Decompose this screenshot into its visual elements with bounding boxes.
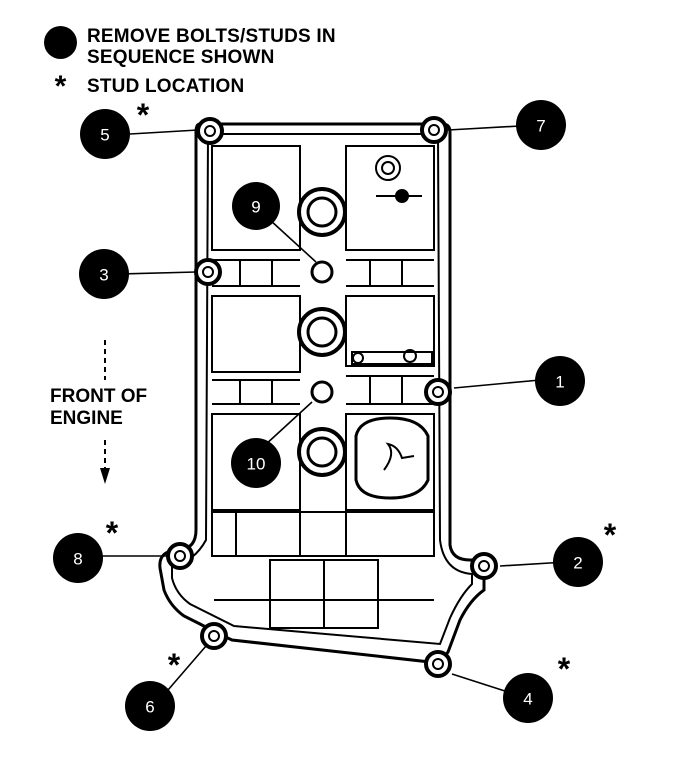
bolt-badge-10: 10: [231, 438, 281, 488]
bolt-number: 5: [100, 126, 109, 145]
compartment-mid-left: [211, 295, 301, 373]
bolt-number: 10: [247, 455, 266, 474]
front-of-engine-label: FRONT OF ENGINE: [50, 386, 147, 430]
bolt-number: 3: [99, 266, 108, 285]
sequence-dot-icon: [44, 26, 77, 59]
bolt-badge-1: 1: [535, 356, 585, 406]
bolt-number: 7: [536, 117, 545, 136]
front-arrow-icon: [100, 340, 110, 484]
compartment-mid-right: [345, 295, 435, 367]
leader-lines: [100, 125, 567, 693]
bolt-number: 9: [251, 198, 260, 217]
bolt-hole: [310, 380, 334, 404]
bolt-number: 4: [523, 690, 532, 709]
pcv-fitting-icon: [351, 155, 433, 365]
spark-plug-tube: [297, 307, 347, 357]
stud-asterisk-icon: *: [558, 651, 571, 687]
oil-filler-cap-icon: [354, 416, 430, 500]
bolt-badge-8: 8 *: [53, 515, 119, 583]
stud-asterisk-icon: *: [168, 647, 181, 683]
compartment-low-right: [345, 413, 435, 511]
bolt-badge-4: 4 *: [503, 651, 571, 723]
bolt-badge-9: 9: [232, 182, 280, 230]
bolt-number: 6: [145, 698, 154, 717]
bolt-badge-3: 3: [79, 249, 129, 299]
bolt-holes: [166, 116, 498, 678]
bolt-badge-7: 7: [516, 100, 566, 150]
front-label-line1: FRONT OF: [50, 386, 148, 407]
compartment-top-right: [345, 145, 435, 251]
bolt-hole: [310, 260, 334, 284]
legend-sequence-text: REMOVE BOLTS/STUDS IN SEQUENCE SHOWN: [87, 26, 336, 68]
stud-asterisk-icon: *: [106, 515, 119, 551]
spark-plug-tube: [297, 187, 347, 237]
stud-asterisk-icon: *: [604, 517, 617, 553]
bolt-number: 1: [555, 373, 564, 392]
bolt-number: 2: [573, 554, 582, 573]
bolt-number: 8: [73, 550, 82, 569]
bolt-badge-2: 2 *: [553, 517, 617, 587]
bolt-badge-5: 5 *: [80, 97, 150, 159]
stud-asterisk-icon: *: [137, 97, 150, 133]
legend-sequence-line2: SEQUENCE SHOWN: [87, 47, 275, 68]
bolt-badge-6: 6 *: [125, 647, 181, 731]
stud-asterisk-icon: *: [54, 70, 67, 103]
compartment-top-left: [211, 145, 301, 251]
legend-stud-text: STUD LOCATION: [87, 76, 245, 97]
legend-sequence-line1: REMOVE BOLTS/STUDS IN: [87, 26, 336, 47]
spark-plug-tubes: [297, 187, 347, 477]
legend-sequence: REMOVE BOLTS/STUDS IN SEQUENCE SHOWN: [44, 26, 336, 68]
legend-stud: * STUD LOCATION: [44, 70, 245, 103]
front-label-line2: ENGINE: [50, 408, 123, 429]
spark-plug-tube: [297, 427, 347, 477]
